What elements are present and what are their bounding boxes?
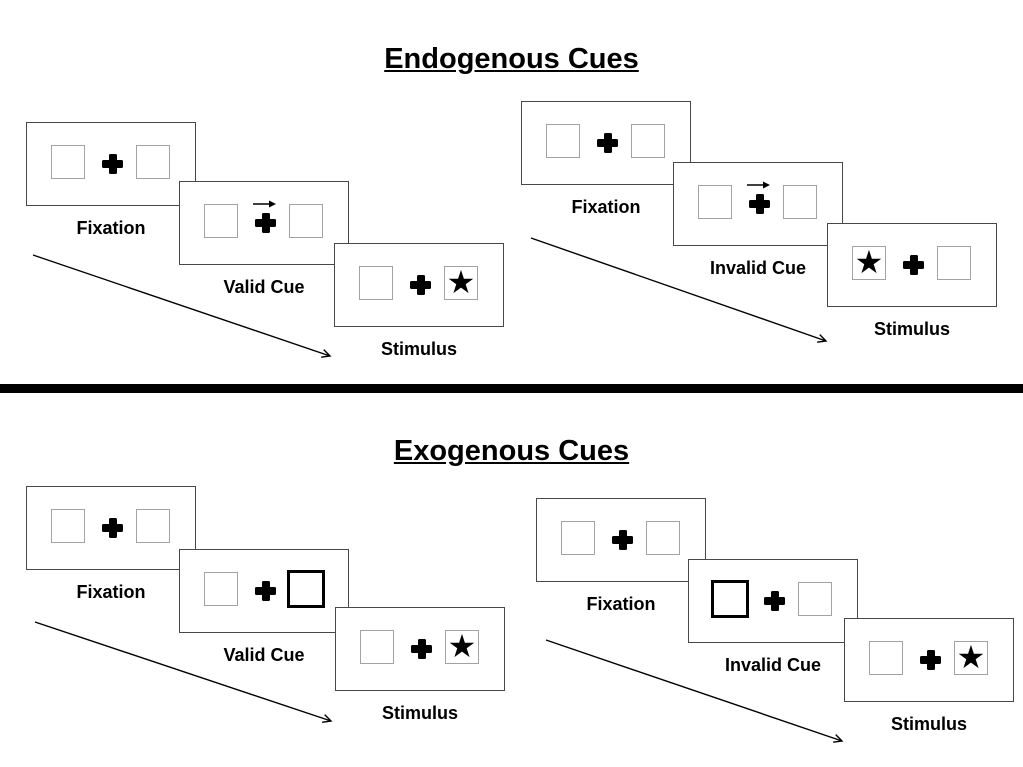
timeline-arrow — [32, 254, 332, 358]
cue-arrow-icon — [253, 200, 276, 208]
left-placeholder-box — [698, 185, 732, 219]
panel-label: Fixation — [76, 218, 146, 238]
left-placeholder-box — [51, 145, 85, 179]
panel-label: Fixation — [586, 594, 656, 614]
star-stimulus-icon: ★ — [447, 628, 477, 664]
fixation-cross-icon — [920, 650, 941, 670]
star-stimulus-icon: ★ — [854, 244, 884, 280]
timeline-arrow — [34, 621, 333, 723]
fixation-cross-icon — [102, 518, 123, 538]
fixation-panel — [26, 122, 196, 206]
panel-label: Stimulus — [890, 714, 967, 734]
fixation-cross-icon — [102, 154, 123, 174]
exogenous-section-title: Exogenous Cues — [393, 435, 630, 468]
panel-label: Valid Cue — [223, 645, 305, 665]
left-highlighted-cue-box — [711, 580, 749, 618]
right-placeholder-box — [136, 509, 170, 543]
right-placeholder-box — [289, 204, 323, 238]
section-divider — [0, 384, 1023, 393]
right-highlighted-cue-box — [287, 570, 325, 608]
stimulus-panel: ★ — [827, 223, 997, 307]
right-placeholder-box — [798, 582, 832, 616]
stimulus-panel: ★ — [334, 243, 504, 327]
panel-label: Stimulus — [873, 319, 950, 339]
left-placeholder-box — [546, 124, 580, 158]
panel-label: Stimulus — [381, 703, 458, 723]
invalid-cue-panel — [673, 162, 843, 246]
right-placeholder-box — [631, 124, 665, 158]
panel-label: Invalid Cue — [724, 655, 822, 675]
star-stimulus-icon: ★ — [956, 639, 986, 675]
left-target-box: ★ — [852, 246, 886, 280]
fixation-cross-icon — [410, 275, 431, 295]
right-target-box: ★ — [954, 641, 988, 675]
fixation-cross-icon — [255, 581, 276, 601]
cue-arrow-icon — [747, 181, 770, 189]
left-placeholder-box — [360, 630, 394, 664]
fixation-cross-icon — [764, 591, 785, 611]
endogenous-section-title: Endogenous Cues — [384, 43, 639, 76]
valid-cue-panel — [179, 181, 349, 265]
fixation-panel — [521, 101, 691, 185]
invalid-cue-panel — [688, 559, 858, 643]
right-target-box: ★ — [445, 630, 479, 664]
left-placeholder-box — [204, 572, 238, 606]
left-placeholder-box — [869, 641, 903, 675]
fixation-panel — [536, 498, 706, 582]
panel-label: Fixation — [571, 197, 641, 217]
panel-label: Invalid Cue — [709, 258, 807, 278]
valid-cue-panel — [179, 549, 349, 633]
right-target-box: ★ — [444, 266, 478, 300]
left-placeholder-box — [51, 509, 85, 543]
right-placeholder-box — [783, 185, 817, 219]
left-placeholder-box — [359, 266, 393, 300]
timeline-arrow — [530, 237, 828, 343]
panel-label: Valid Cue — [223, 277, 305, 297]
fixation-cross-icon — [903, 255, 924, 275]
left-placeholder-box — [561, 521, 595, 555]
right-placeholder-box — [937, 246, 971, 280]
fixation-cross-icon — [749, 194, 770, 214]
panel-label: Stimulus — [380, 339, 457, 359]
fixation-cross-icon — [612, 530, 633, 550]
fixation-panel — [26, 486, 196, 570]
stimulus-panel: ★ — [335, 607, 505, 691]
right-placeholder-box — [136, 145, 170, 179]
fixation-cross-icon — [411, 639, 432, 659]
right-placeholder-box — [646, 521, 680, 555]
star-stimulus-icon: ★ — [446, 264, 476, 300]
panel-label: Fixation — [76, 582, 146, 602]
fixation-cross-icon — [597, 133, 618, 153]
stimulus-panel: ★ — [844, 618, 1014, 702]
left-placeholder-box — [204, 204, 238, 238]
fixation-cross-icon — [255, 213, 276, 233]
